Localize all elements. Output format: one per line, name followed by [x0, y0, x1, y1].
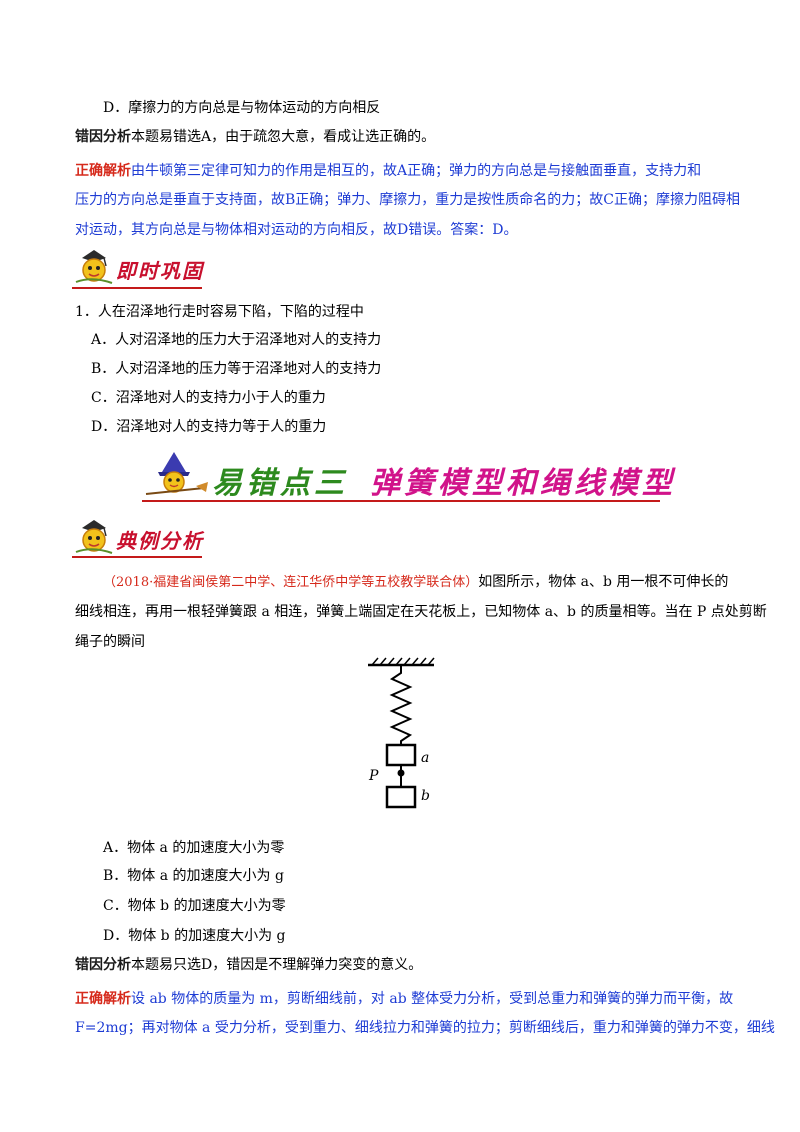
wizard-mascot-icon: [145, 452, 208, 495]
banner-part-2: 弹簧模型和绳线模型: [370, 466, 676, 501]
example-line-3: 绳子的瞬间: [75, 634, 145, 650]
spring-figure: [368, 657, 435, 809]
example-source: （2018·福建省闽侯第二中学、连江华侨中学等五校教学联合体）: [103, 575, 479, 590]
example-answer-line-1: 正确解析设 ab 物体的质量为 m，剪断细线前，对 ab 整体受力分析，受到总重…: [75, 988, 733, 1009]
example-option-d: D．物体 b 的加速度大小为 g: [103, 928, 286, 944]
mascot-icon: [75, 250, 113, 284]
example-answer-text-1: 设 ab 物体的质量为 m，剪断细线前，对 ab 整体受力分析，受到总重力和弹簧…: [131, 991, 734, 1007]
banner-underline: [142, 500, 660, 502]
mascot-icon-2: [75, 520, 113, 554]
label-a: a: [421, 750, 430, 766]
example-line-1-text: 如图所示，物体 a、b 用一根不可伸长的: [478, 574, 729, 590]
example-error-line: 错因分析本题易只选D，错因是不理解弹力突变的意义。: [75, 954, 422, 975]
example-option-a: A．物体 a 的加速度大小为零: [103, 840, 285, 856]
example-answer-label: 正确解析: [75, 990, 131, 1006]
label-b: b: [421, 788, 430, 804]
point-p: [397, 769, 405, 777]
banner-title: 易错点三弹簧模型和绳线模型: [212, 458, 676, 502]
example-answer-line-2: F=2mg；再对物体 a 受力分析，受到重力、细线拉力和弹簧的拉力；剪断细线后，…: [75, 1020, 775, 1036]
example-line-2: 细线相连，再用一根轻弹簧跟 a 相连，弹簧上端固定在天花板上，已知物体 a、b …: [75, 604, 767, 620]
error-analysis-label: 错因分析: [75, 128, 131, 144]
section-title-example: 典例分析: [116, 529, 204, 553]
example-option-b: B．物体 a 的加速度大小为 g: [103, 868, 284, 884]
spring: [389, 665, 413, 745]
option-d: D．摩擦力的方向总是与物体运动的方向相反: [103, 100, 381, 116]
ceiling-hatch: [371, 657, 435, 666]
example-error-text: 本题易只选D，错因是不理解弹力突变的意义。: [131, 957, 423, 973]
example-line-1: （2018·福建省闽侯第二中学、连江华侨中学等五校教学联合体）如图所示，物体 a…: [103, 572, 728, 593]
example-option-c: C．物体 b 的加速度大小为零: [103, 898, 286, 914]
answer-analysis-text-1: 由牛顿第三定律可知力的作用是相互的，故A正确；弹力的方向总是与接触面垂直，支持力…: [131, 163, 702, 179]
exercise-option-b: B．人对沼泽地的压力等于沼泽地对人的支持力: [91, 361, 382, 377]
answer-analysis-line-1: 正确解析由牛顿第三定律可知力的作用是相互的，故A正确；弹力的方向总是与接触面垂直…: [75, 160, 701, 181]
exercise-stem: 1．人在沼泽地行走时容易下陷，下陷的过程中: [75, 304, 364, 320]
section-underline: [72, 287, 202, 289]
exercise-option-c: C．沼泽地对人的支持力小于人的重力: [91, 390, 326, 406]
block-a: [385, 743, 417, 767]
banner-part-1: 易错点三: [212, 466, 348, 501]
answer-analysis-line-2: 压力的方向总是垂直于支持面，故B正确；弹力、摩擦力，重力是按性质命名的力；故C正…: [75, 192, 740, 208]
answer-analysis-label: 正确解析: [75, 162, 131, 178]
error-analysis-line: 错因分析本题易错选A，由于疏忽大意，看成让选正确的。: [75, 126, 435, 147]
answer-analysis-line-3: 对运动，其方向总是与物体相对运动的方向相反，故D错误。答案：D。: [75, 222, 518, 238]
example-error-label: 错因分析: [75, 956, 131, 972]
exercise-option-a: A．人对沼泽地的压力大于沼泽地对人的支持力: [91, 332, 382, 348]
error-analysis-text: 本题易错选A，由于疏忽大意，看成让选正确的。: [131, 129, 436, 145]
block-b: [385, 785, 417, 809]
exercise-option-d: D．沼泽地对人的支持力等于人的重力: [91, 419, 327, 435]
label-p: P: [369, 768, 379, 784]
section-title-consolidate: 即时巩固: [116, 259, 204, 283]
section-underline-2: [72, 556, 202, 558]
